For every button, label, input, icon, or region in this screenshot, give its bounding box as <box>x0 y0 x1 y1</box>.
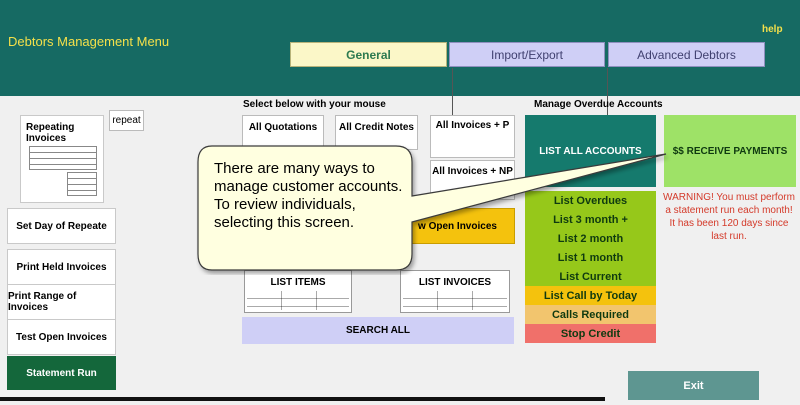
test-open-invoices-button[interactable]: Test Open Invoices <box>7 319 116 355</box>
list-overdues-button[interactable]: List Overdues <box>525 191 656 210</box>
all-invoices-np-label: All Invoices + NP <box>432 166 513 177</box>
table-grid-icon <box>247 291 349 310</box>
select-heading: Select below with your mouse <box>243 99 386 110</box>
help-link[interactable]: help <box>762 24 783 35</box>
list-call-by-today-button[interactable]: List Call by Today <box>525 286 656 305</box>
list-1-month-button[interactable]: List 1 month <box>525 248 656 267</box>
list-current-button[interactable]: List Current <box>525 267 656 286</box>
all-quotations-button[interactable]: All Quotations <box>242 115 324 150</box>
connector-line <box>452 68 453 115</box>
connector-line <box>607 98 608 116</box>
print-range-of-invoices-button[interactable]: Print Range of Invoices <box>7 284 116 320</box>
set-day-of-repeate-button[interactable]: Set Day of Repeate <box>7 208 116 244</box>
list-items-label: LIST ITEMS <box>270 277 326 288</box>
list-2-month-button[interactable]: List 2 month <box>525 229 656 248</box>
window-title: Debtors Management Menu <box>8 34 170 49</box>
statement-run-button[interactable]: Statement Run <box>7 356 116 390</box>
invoice-grid-icon <box>29 146 99 200</box>
tab-advanced-debtors[interactable]: Advanced Debtors <box>608 42 765 67</box>
all-quotations-label: All Quotations <box>248 122 318 133</box>
repeating-invoices-card[interactable]: Repeating Invoices <box>20 115 104 203</box>
stop-credit-button[interactable]: Stop Credit <box>525 324 656 343</box>
print-held-invoices-button[interactable]: Print Held Invoices <box>7 249 116 285</box>
list-invoices-label: LIST INVOICES <box>418 277 492 288</box>
statement-run-warning: WARNING! You must perform a statement ru… <box>663 192 795 242</box>
tab-general[interactable]: General <box>290 42 447 67</box>
tab-import-export[interactable]: Import/Export <box>449 42 605 67</box>
search-all-button[interactable]: SEARCH ALL <box>242 317 514 344</box>
all-invoices-p-button[interactable]: All Invoices + P <box>430 115 515 158</box>
list-items-button[interactable]: LIST ITEMS <box>244 270 352 313</box>
receive-payments-button[interactable]: $$ RECEIVE PAYMENTS <box>664 115 796 187</box>
list-3-month-button[interactable]: List 3 month + <box>525 210 656 229</box>
bottom-bar <box>0 397 605 401</box>
all-invoices-p-label: All Invoices + P <box>435 120 510 131</box>
connector-line <box>607 68 608 98</box>
repeating-invoices-label: Repeating Invoices <box>26 122 75 144</box>
open-invoices-label: w Open Invoices <box>418 221 497 232</box>
exit-button[interactable]: Exit <box>628 371 759 400</box>
calls-required-button[interactable]: Calls Required <box>525 305 656 324</box>
overdue-heading: Manage Overdue Accounts <box>534 99 663 110</box>
all-credit-notes-button[interactable]: All Credit Notes <box>335 115 418 150</box>
callout-text: There are many ways to manage customer a… <box>214 160 403 231</box>
callout-bubble <box>197 145 667 271</box>
table-grid-icon <box>403 291 507 310</box>
all-credit-notes-label: All Credit Notes <box>338 122 414 133</box>
list-invoices-button[interactable]: LIST INVOICES <box>400 270 510 313</box>
repeat-button[interactable]: repeat <box>109 110 144 131</box>
